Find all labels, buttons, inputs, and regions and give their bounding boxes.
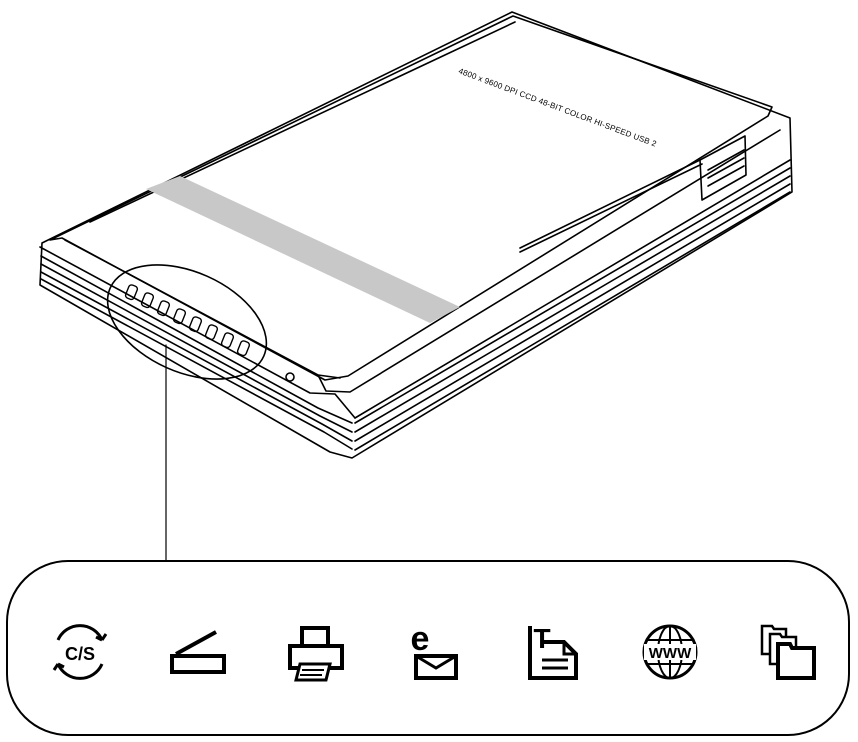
button-area-highlight: [106, 264, 268, 380]
ocr-text-label: T: [533, 623, 550, 654]
email-button[interactable]: e: [402, 620, 466, 684]
scanner-illustration: 4800 x 9600 DPI CCD 48-BIT COLOR HI-SPEE…: [39, 11, 793, 560]
print-button[interactable]: [284, 620, 348, 684]
file-folder-button[interactable]: [756, 620, 820, 684]
web-icon: WWW: [642, 624, 698, 680]
spec-text: 4800 x 9600 DPI CCD 48-BIT COLOR HI-SPEE…: [457, 66, 658, 148]
copy-scan-icon: C/S: [52, 624, 108, 680]
copy-scan-label: C/S: [65, 644, 95, 664]
scan-stripe: [146, 176, 460, 323]
ocr-text-button[interactable]: T: [520, 620, 584, 684]
scanner-base: [39, 11, 793, 459]
copy-scan-button[interactable]: C/S: [48, 620, 112, 684]
scan-icon: [170, 630, 226, 674]
ocr-text-icon: T: [528, 623, 578, 680]
email-icon: e: [411, 620, 458, 680]
web-button[interactable]: WWW: [638, 620, 702, 684]
scan-button[interactable]: [166, 620, 230, 684]
email-label: e: [411, 620, 430, 658]
file-folder-icon: [760, 624, 816, 680]
print-icon: [288, 626, 344, 682]
button-panel: C/S e T: [6, 560, 850, 736]
web-label: WWW: [649, 645, 692, 662]
front-buttons: [124, 284, 251, 357]
